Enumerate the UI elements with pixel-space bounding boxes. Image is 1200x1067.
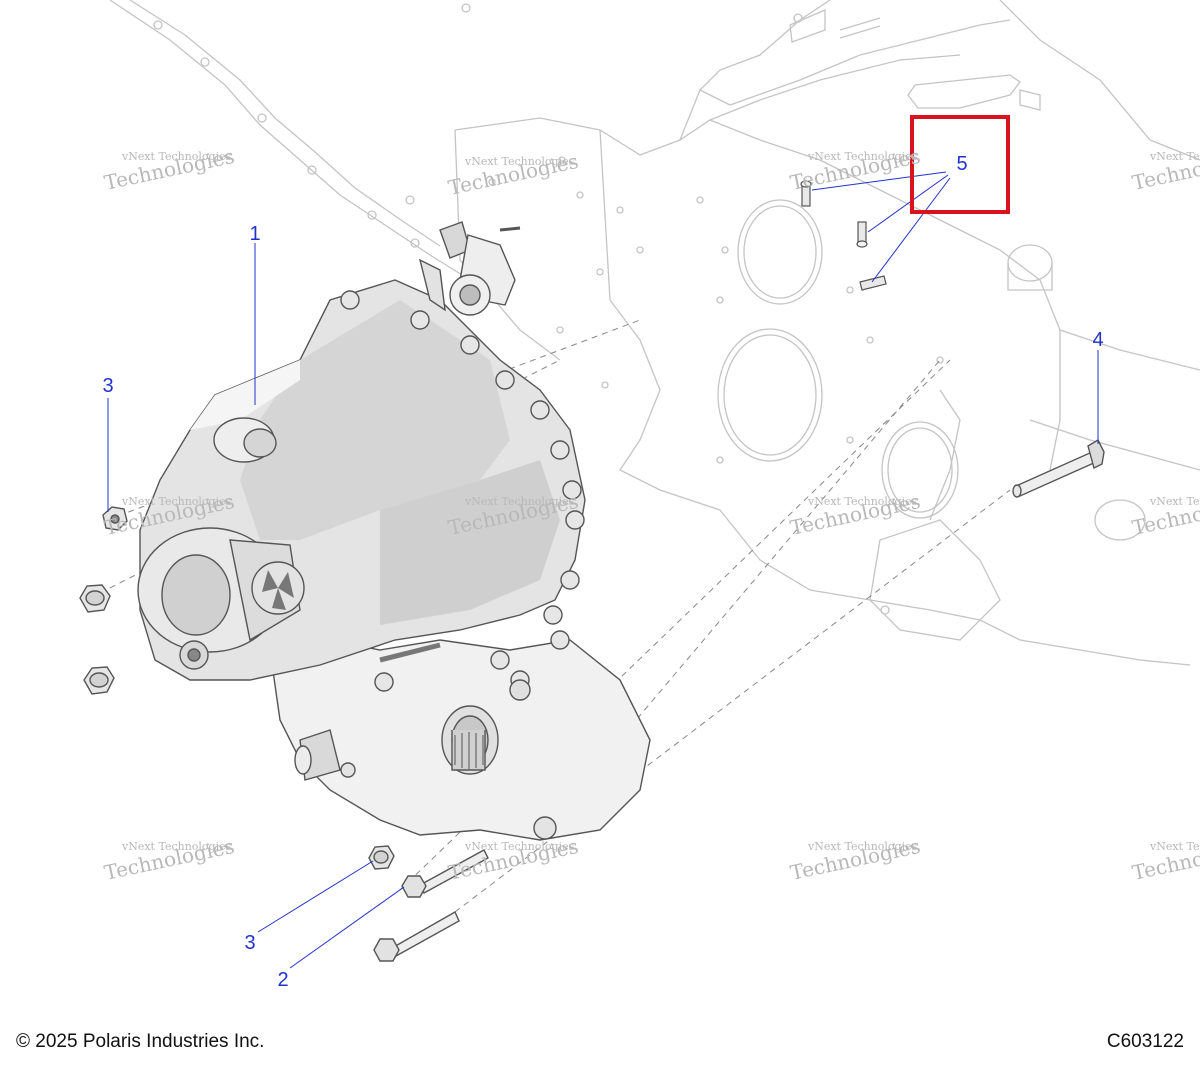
watermark: vNext Technologies Technologies <box>1130 489 1200 540</box>
background-frame <box>109 0 1200 666</box>
callout-2: 2 <box>277 969 288 991</box>
svg-text:vNext Technologies: vNext Technologies <box>464 840 575 853</box>
svg-text:vNext Technologies: vNext Technologies <box>464 495 575 508</box>
watermark: vNext Technologies Technologies <box>1130 144 1200 195</box>
svg-text:vNext Technologies: vNext Technologies <box>1149 840 1200 853</box>
flange-nut-3-lower <box>368 845 395 870</box>
leader-lines <box>107 171 1099 969</box>
flange-nut <box>83 666 115 695</box>
watermark: vNext Technologies Technologies <box>446 834 580 885</box>
svg-text:vNext Technologies: vNext Technologies <box>807 495 918 508</box>
svg-text:vNext Technologies: vNext Technologies <box>464 155 575 168</box>
dowel-pins-5 <box>800 180 887 291</box>
watermark: vNext Technologies Technologies <box>102 144 236 195</box>
watermark: vNext Technologies Technologies <box>102 834 236 885</box>
flange-nut <box>79 584 111 613</box>
svg-text:vNext Technologies: vNext Technologies <box>121 495 232 508</box>
mounting-bolt-4 <box>1012 439 1105 498</box>
callout-5: 5 <box>956 153 967 175</box>
callout-4: 4 <box>1092 329 1103 351</box>
watermark: vNext Technologies Technologies <box>446 149 580 200</box>
svg-text:vNext Technologies: vNext Technologies <box>1149 495 1200 508</box>
svg-text:vNext Technologies: vNext Technologies <box>121 150 232 163</box>
transmission-housing <box>137 221 651 841</box>
svg-text:vNext Technologies: vNext Technologies <box>1149 150 1200 163</box>
watermark: vNext Technologies Technologies <box>788 144 922 195</box>
svg-text:vNext Technologies: vNext Technologies <box>807 150 918 163</box>
flange-bolt <box>373 911 460 962</box>
copyright-notice: © 2025 Polaris Industries Inc. <box>16 1031 265 1052</box>
highlight-box <box>910 115 1010 214</box>
callout-3-lower: 3 <box>244 932 255 954</box>
watermark: vNext Technologies Technologies <box>1130 834 1200 885</box>
callout-3-upper: 3 <box>102 375 113 397</box>
callout-1: 1 <box>249 223 260 245</box>
svg-text:vNext Technologies: vNext Technologies <box>121 840 232 853</box>
flange-nut-3-upper <box>102 506 128 531</box>
svg-text:vNext Technologies: vNext Technologies <box>807 840 918 853</box>
diagram-id: C603122 <box>1106 1031 1184 1052</box>
watermark: vNext Technologies Technologies <box>788 834 922 885</box>
flange-bolt-2 <box>401 849 489 898</box>
